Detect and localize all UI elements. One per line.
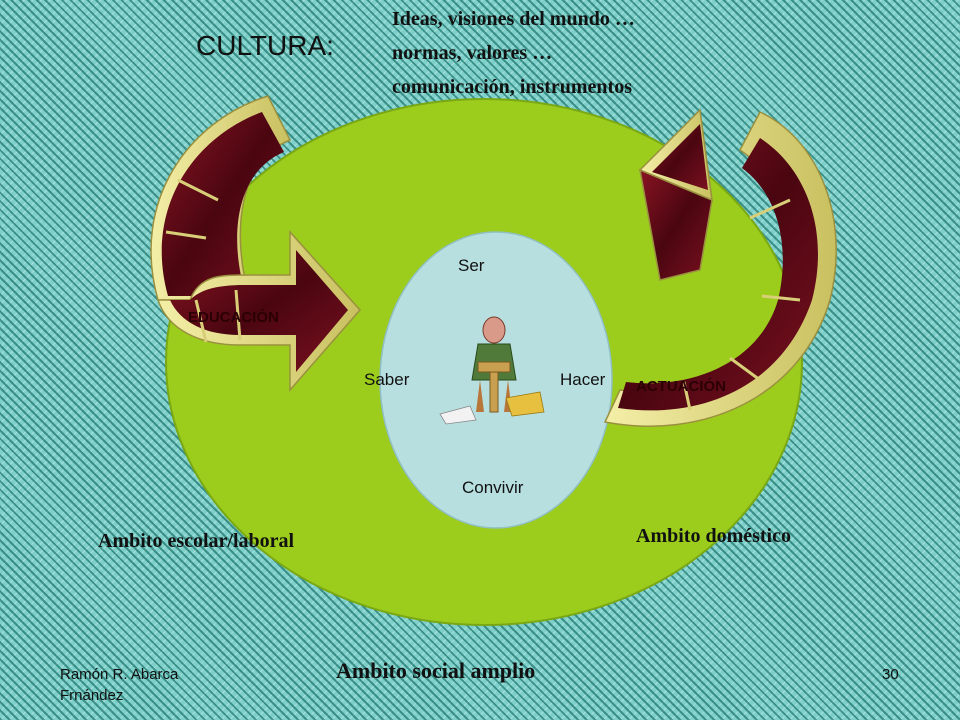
ambito-social: Ambito social amplio (336, 658, 536, 683)
page-title: CULTURA: (196, 30, 334, 61)
label-saber: Saber (364, 370, 410, 389)
action-arrow (603, 108, 837, 427)
ambito-escolar: Ambito escolar/laboral (98, 530, 295, 552)
culture-item: comunicación, instrumentos (392, 76, 632, 98)
label-educacion: EDUCACIÓN (188, 309, 279, 326)
ambito-domestico: Ambito doméstico (636, 525, 791, 547)
label-convivir: Convivir (462, 478, 524, 497)
label-actuacion: ACTUACIÓN (636, 378, 726, 395)
culture-item: Ideas, visiones del mundo … (392, 8, 635, 30)
culture-item: normas, valores … (392, 42, 553, 64)
education-arrow (150, 95, 362, 392)
teacher-at-lectern-icon (439, 316, 545, 425)
author-line-1: Ramón R. Abarca (60, 666, 179, 683)
author-line-2: Frnández (60, 687, 124, 704)
label-hacer: Hacer (560, 370, 606, 389)
page-number: 30 (882, 666, 899, 683)
label-ser: Ser (458, 256, 485, 275)
